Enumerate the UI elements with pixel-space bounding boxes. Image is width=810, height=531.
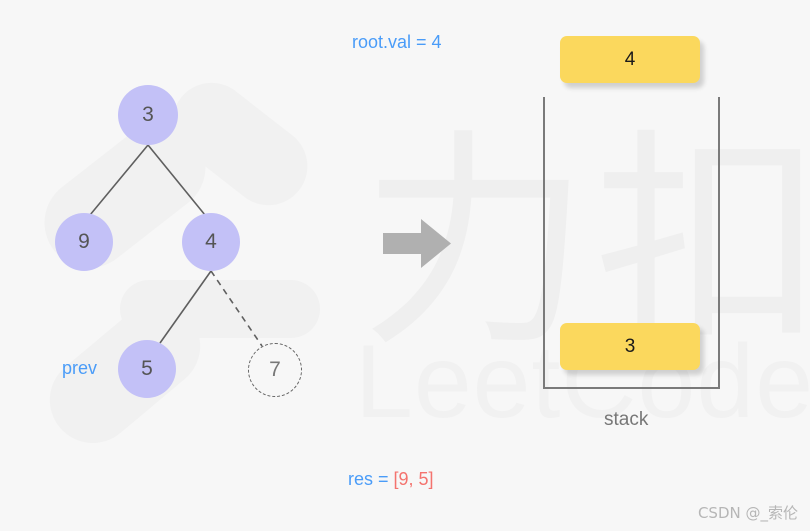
edge-4-5 — [159, 270, 212, 344]
stack-container — [543, 97, 720, 389]
tree-node-label: 3 — [142, 103, 154, 126]
tree-node-label: 9 — [78, 230, 90, 253]
edge-3-9 — [89, 144, 149, 216]
edge-3-4 — [147, 144, 206, 216]
watermark-blob — [156, 67, 324, 221]
csdn-credit: CSDN @_索伦 — [697, 504, 798, 522]
tree-node-9[interactable]: 9 — [55, 213, 113, 271]
right-arrow-icon — [383, 219, 451, 268]
res-value: [9, 5] — [393, 469, 434, 489]
res-label: res = [9, 5] — [348, 469, 434, 490]
tree-node-4[interactable]: 4 — [182, 213, 240, 271]
tree-node-label: 7 — [269, 358, 281, 381]
stack-caption: stack — [604, 409, 649, 430]
tree-node-label: 5 — [141, 357, 153, 380]
edge-4-7 — [210, 270, 263, 347]
prev-pointer-label: prev — [62, 358, 98, 378]
stack-item-label: 4 — [624, 48, 636, 70]
tree-node-3[interactable]: 3 — [118, 85, 178, 145]
watermark-blob — [120, 280, 320, 338]
stack-pushed-item[interactable]: 4 — [560, 36, 700, 83]
stack-item[interactable]: 3 — [560, 323, 700, 370]
tree-node-5[interactable]: 5 — [118, 340, 176, 398]
res-prefix: res = — [348, 469, 394, 489]
root-val-label: root.val = 4 — [352, 32, 442, 52]
tree-node-label: 4 — [205, 230, 217, 253]
stack-item-label: 3 — [624, 335, 636, 357]
tree-node-7-ghost[interactable]: 7 — [248, 343, 302, 397]
